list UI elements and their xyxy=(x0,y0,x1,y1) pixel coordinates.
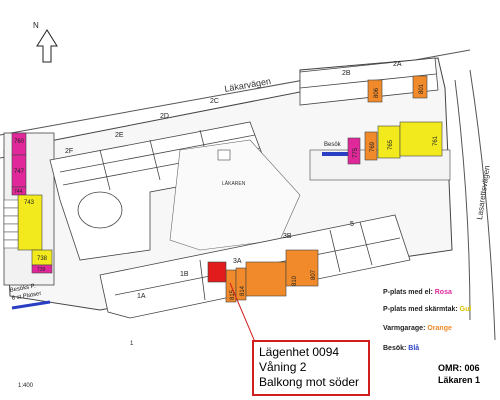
legend-text-orange: Varmgarage: xyxy=(383,325,428,332)
street-label-lakarvagen: Läkarvägen xyxy=(224,76,272,94)
parking-space-775[interactable] xyxy=(347,137,361,165)
building-label-2F: 2F xyxy=(65,148,73,155)
callout-leader-line xyxy=(229,282,256,343)
parking-mid-group: Besök 775 769 765 761 xyxy=(309,121,451,181)
space-label-743: 743 xyxy=(24,200,35,206)
space-label-761: 761 xyxy=(433,135,439,146)
besok-mid-label: Besök xyxy=(324,142,342,148)
building-label-5: 5 xyxy=(350,221,354,228)
parking-space-806[interactable] xyxy=(367,79,383,103)
courtyard-oval xyxy=(77,191,123,229)
legend-item-bla: Besök: Blå xyxy=(383,345,419,352)
space-label-806: 806 xyxy=(374,87,380,98)
space-label-807: 807 xyxy=(311,269,317,280)
north-arrow-icon: N xyxy=(33,21,58,63)
parking-space-739[interactable] xyxy=(31,264,53,274)
callout-line-floor: Våning 2 xyxy=(259,360,307,374)
building-label-2A: 2A xyxy=(393,61,402,68)
space-label-739: 739 xyxy=(37,267,46,273)
space-label-760: 760 xyxy=(14,139,25,145)
building-label-2D: 2D xyxy=(160,113,169,120)
building-label-2B: 2B xyxy=(342,70,351,77)
building-label-2C: 2C xyxy=(210,98,219,105)
besok-west-line2: 6 st Platser xyxy=(11,291,42,302)
legend-text-rosa: P-plats med el: xyxy=(383,289,435,296)
space-label-801: 801 xyxy=(419,83,425,94)
space-label-810: 810 xyxy=(292,275,298,286)
legend-color-rosa: Rosa xyxy=(434,289,452,296)
space-label-744: 744 xyxy=(14,189,23,195)
parking-space-empty xyxy=(3,199,19,209)
building-label-1A: 1A xyxy=(137,293,146,300)
apartment-callout: Lägenhet 0094 Våning 2 Balkong mot söder xyxy=(252,340,370,396)
space-label-815: 815 xyxy=(230,289,236,300)
parking-space-empty xyxy=(3,223,19,233)
space-label-765: 765 xyxy=(388,139,394,150)
legend-item-orange: Varmgarage: Orange xyxy=(383,325,452,332)
parking-space-empty xyxy=(3,207,19,217)
space-label-738: 738 xyxy=(37,256,48,262)
building-label-3B: 3B xyxy=(283,233,292,240)
building-label-1B: 1B xyxy=(180,271,189,278)
legend-item-gul: P-plats med skärmtak: Gul xyxy=(383,306,471,313)
courtyard-label: LÄKAREN xyxy=(222,180,246,187)
property-id: OMR: 006 Läkaren 1 xyxy=(438,362,480,386)
parking-space-743[interactable] xyxy=(17,194,43,251)
parking-space-761[interactable] xyxy=(399,121,443,157)
compass-label: N xyxy=(33,21,39,30)
legend-color-gul: Gul xyxy=(459,306,472,313)
callout-line-balcony: Balkong mot söder xyxy=(259,375,360,389)
highlighted-apartment[interactable] xyxy=(207,261,227,283)
parking-space-empty xyxy=(3,239,19,249)
space-label-747: 747 xyxy=(14,169,25,175)
building-label-3A: 3A xyxy=(233,258,242,265)
omr-line2: Läkaren 1 xyxy=(438,375,481,385)
map-scale: 1:400 xyxy=(18,383,34,389)
street-label-lasarettsvagen: Lasarettsvägen xyxy=(475,165,492,220)
parking-space-empty xyxy=(3,231,19,241)
space-label-814: 814 xyxy=(240,285,246,296)
building-label-2E: 2E xyxy=(115,132,124,139)
parking-space-807[interactable] xyxy=(285,249,319,287)
legend-color-orange: Orange xyxy=(427,325,452,332)
building-label-1-south: 1 xyxy=(130,341,134,347)
legend-color-bla: Blå xyxy=(408,345,420,352)
parking-space-810[interactable] xyxy=(245,261,287,297)
legend-item-rosa: P-plats med el: Rosa xyxy=(383,289,452,296)
legend-text-bla: Besök: xyxy=(383,345,409,352)
besok-west: Besöks P. 6 st Platser xyxy=(9,283,51,310)
courtyard-structure xyxy=(217,149,231,161)
parking-space-801[interactable] xyxy=(412,75,428,99)
road-lasarettsvagen xyxy=(454,69,496,341)
space-label-769: 769 xyxy=(370,141,376,152)
parking-space-empty xyxy=(3,215,19,225)
legend-text-gul: P-plats med skärmtak: xyxy=(383,306,460,313)
parking-west-group: 760 747 744 743 738 739 xyxy=(3,132,53,274)
callout-line-apartment: Lägenhet 0094 xyxy=(259,345,340,359)
parking-space-769[interactable] xyxy=(364,131,378,161)
omr-line1: OMR: 006 xyxy=(438,363,480,373)
besok-mid-strip xyxy=(322,152,348,156)
space-label-775: 775 xyxy=(353,147,359,158)
besok-west-line1: Besöks P. xyxy=(9,283,36,294)
